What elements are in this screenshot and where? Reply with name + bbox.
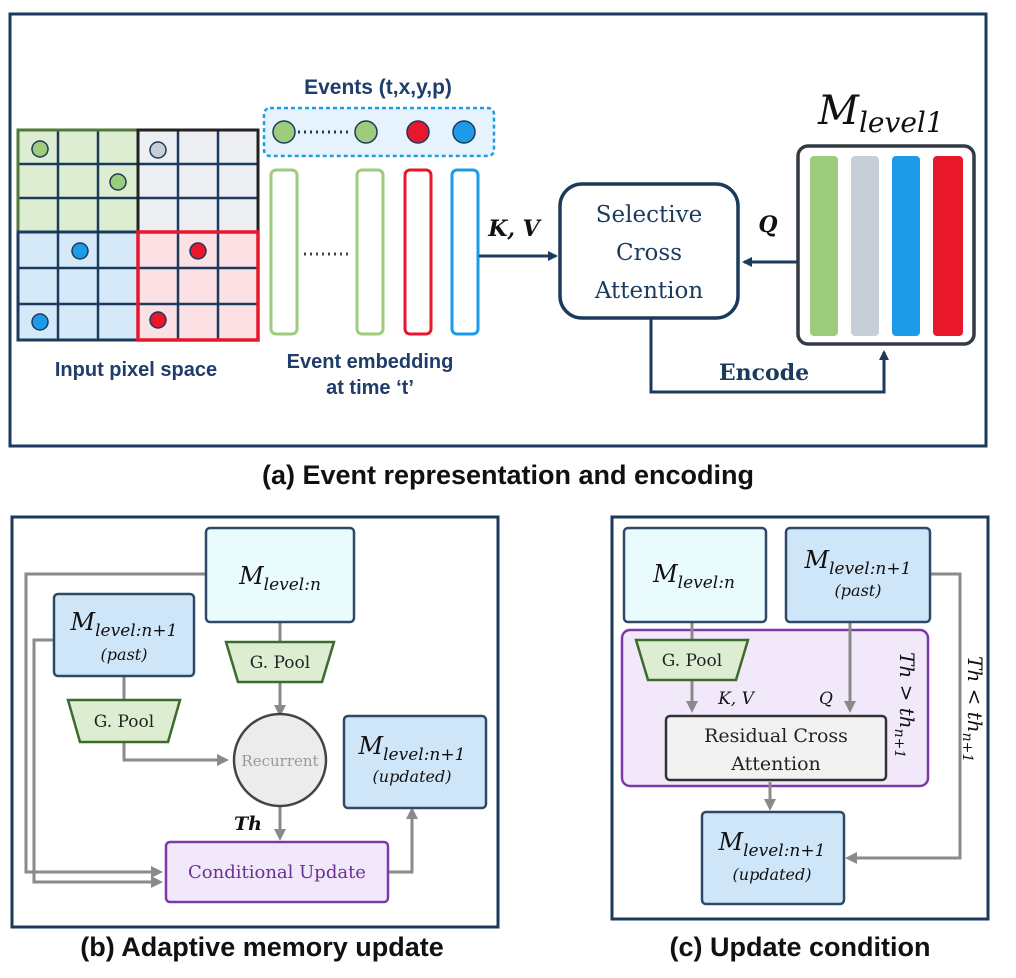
q-label: Q (758, 212, 777, 238)
m-past-box (52, 592, 196, 678)
recurrent-node (232, 712, 328, 808)
embedding-bar-green (355, 168, 385, 336)
gpool-label: G. Pool (94, 712, 154, 732)
m-updated-note-c: (updated) (733, 865, 812, 884)
update-to-output (388, 807, 418, 874)
m-updated-box-c (700, 810, 846, 906)
event-token-red (406, 120, 430, 144)
m-updated-label: Mlevel:n+1 (358, 732, 466, 765)
event-token-green (272, 120, 296, 144)
conditional-update-label: Conditional Update (188, 862, 366, 883)
event-embedding-time-label: at time ‘t’ (326, 377, 414, 399)
memory-slot-red (933, 156, 963, 336)
m-past-label: Mlevel:n+1 (70, 608, 178, 641)
rca-line1: Residual Cross (704, 725, 848, 747)
event-token-green (354, 120, 378, 144)
event-dot-red (189, 242, 207, 260)
selective-cross-attention-box (558, 182, 740, 320)
m-past-note-c: (past) (835, 581, 882, 600)
caption-c: (c) Update condition (670, 932, 931, 962)
conditional-update-box (164, 840, 390, 904)
event-dot-gray (149, 141, 167, 159)
m-past-box-c (784, 526, 932, 624)
caption-b: (b) Adaptive memory update (80, 932, 444, 962)
m-updated-label-c: Mlevel:n+1 (718, 828, 826, 861)
skip-connection-mn (24, 572, 206, 878)
kv-label: K, V (487, 216, 541, 242)
th-label: Th (234, 813, 262, 835)
threshold-greater-label: Th > thn+1 (891, 652, 919, 758)
memory-slot-green (810, 156, 838, 336)
input-pixel-grid (16, 128, 260, 342)
event-dot-green (31, 140, 49, 158)
panel-c: Mlevel:n Mlevel:n+1 (past) G. Pool K, V … (610, 515, 990, 921)
m-updated-box (342, 714, 488, 810)
memory-slot-gray (851, 156, 879, 336)
m-updated-note: (updated) (373, 767, 452, 786)
panel-b: Mlevel:n Mlevel:n+1 (past) G. Pool G. Po… (10, 515, 500, 929)
rca-line2: Attention (730, 753, 821, 775)
threshold-less-label: Th < thn+1 (959, 656, 987, 762)
embedding-bar-red (403, 168, 433, 336)
gpool-trapezoid (66, 698, 182, 744)
memory-level1-label: Mlevel1 (817, 88, 944, 139)
m-level-n-box-c (622, 526, 768, 624)
input-pixel-space-label: Input pixel space (55, 359, 217, 381)
memory-level1-box (796, 144, 976, 346)
event-dot-red (149, 311, 167, 329)
q-label-c: Q (819, 689, 833, 709)
event-dot-blue (71, 242, 89, 260)
gpool-label-c: G. Pool (662, 651, 722, 671)
recurrent-label: Recurrent (241, 752, 318, 770)
sca-line1: Selective (596, 202, 702, 228)
m-level-n-label: Mlevel:n (238, 562, 321, 595)
m-level-n-label-c: Mlevel:n (652, 560, 735, 593)
m-past-note: (past) (101, 645, 148, 664)
gpool-to-recurrent-2 (122, 742, 229, 766)
event-dot-green (109, 173, 127, 191)
memory-slot-blue (892, 156, 920, 336)
gpool-trapezoid-c (634, 638, 750, 682)
events-label: Events (t,x,y,p) (304, 76, 452, 99)
events-tuple-box (262, 106, 496, 158)
panel-a: Input pixel space Events (t,x,y,p) Event… (8, 12, 988, 448)
residual-cross-attention-box (664, 714, 888, 782)
skip-connection-past (32, 638, 163, 888)
embedding-bar-blue (450, 168, 480, 336)
kv-label-c: K, V (717, 689, 756, 709)
event-token-blue (452, 120, 476, 144)
m-level-n-box (204, 526, 356, 624)
event-embedding-label: Event embedding (287, 351, 454, 373)
gpool-label: G. Pool (250, 653, 310, 673)
encode-label: Encode (719, 360, 809, 386)
bypass-connection (845, 572, 962, 864)
caption-a: (a) Event representation and encoding (262, 460, 754, 490)
encode-arrow (649, 318, 889, 394)
m-past-label-c: Mlevel:n+1 (804, 546, 912, 579)
sca-line2: Cross (616, 240, 682, 266)
event-dot-blue (31, 313, 49, 331)
embedding-bar-green (269, 168, 299, 336)
gpool-trapezoid (224, 640, 336, 684)
sca-line3: Attention (594, 278, 704, 304)
